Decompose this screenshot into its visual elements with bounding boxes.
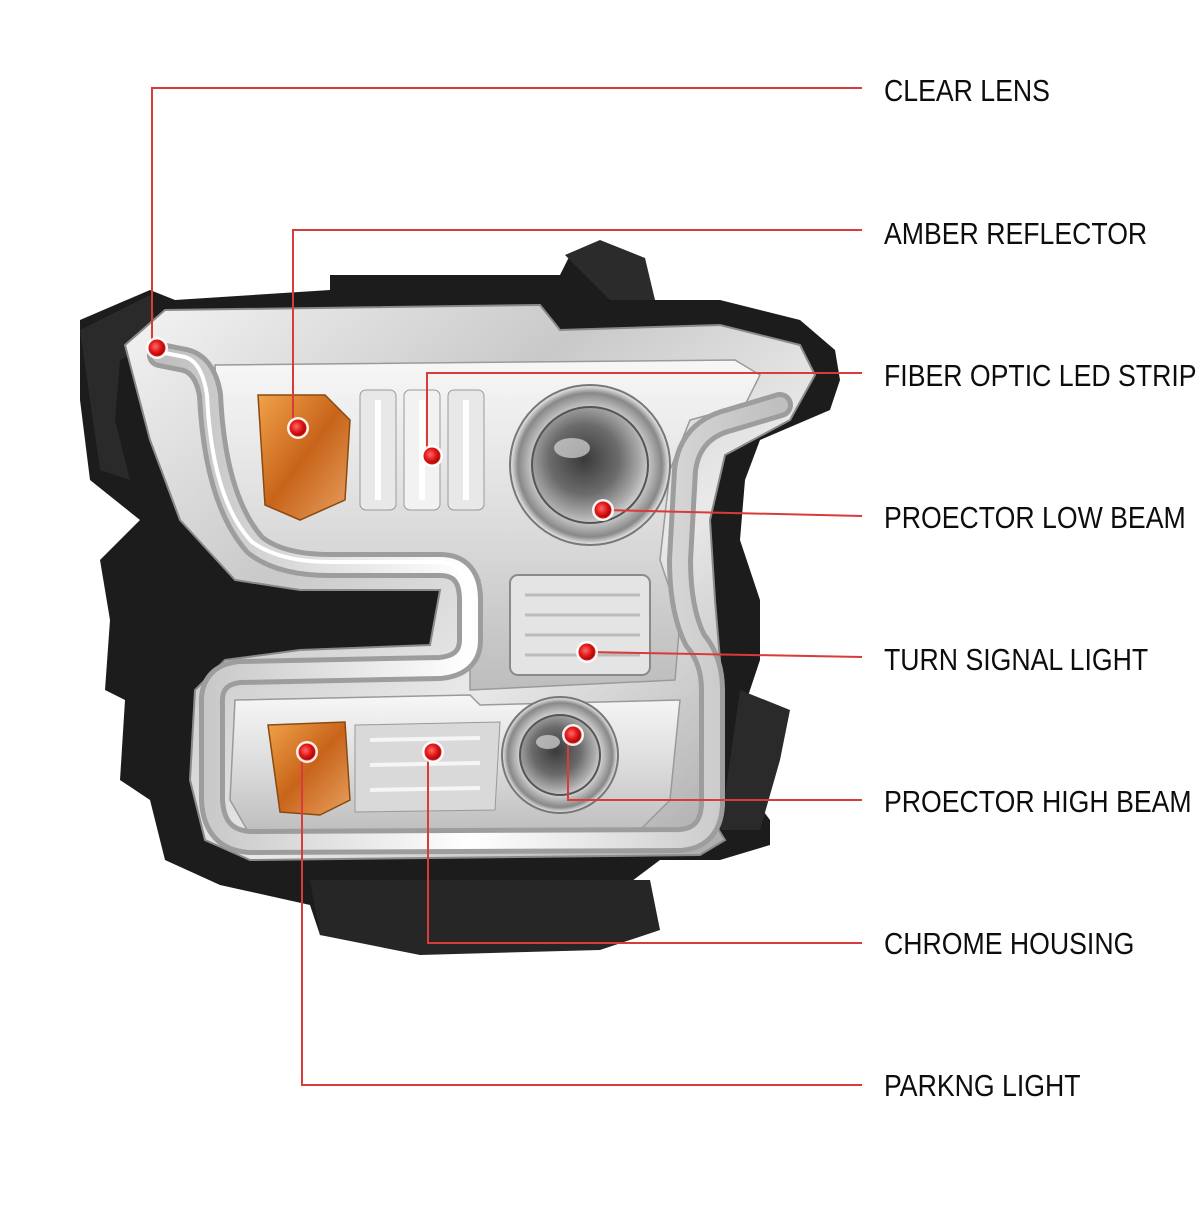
- led-tube-highlight: [158, 350, 469, 642]
- marker-proector-high-beam: [564, 726, 582, 744]
- marker-chrome-housing: [424, 743, 442, 761]
- marker-parkng-light: [298, 743, 316, 761]
- label-parkng-light: PARKNG LIGHT: [884, 1068, 1081, 1103]
- parking-light-amber: [267, 721, 351, 816]
- label-proector-low-beam: PROECTOR LOW BEAM: [884, 500, 1186, 535]
- leader-amber-reflector: [292, 229, 862, 428]
- amber-reflector-upper: [257, 394, 351, 521]
- marker-proector-low-beam: [594, 501, 612, 519]
- label-amber-reflector: AMBER REFLECTOR: [884, 216, 1148, 251]
- marker-amber-reflector: [289, 419, 307, 437]
- leader-chrome-housing: [427, 752, 862, 944]
- led-tube: [147, 342, 793, 855]
- callout-markers: [146, 337, 614, 763]
- reflector-strip-line: [369, 786, 481, 792]
- leader-proector-low-beam: [602, 509, 863, 517]
- label-turn-signal-light: TURN SIGNAL LIGHT: [884, 642, 1149, 677]
- marker-clear-lens: [148, 339, 166, 357]
- callout-leaders: [151, 87, 863, 1086]
- marker-turn-signal-light: [578, 643, 596, 661]
- label-chrome-housing: CHROME HOUSING: [884, 926, 1135, 961]
- leader-fiber-optic-led-strip: [426, 372, 862, 456]
- low-beam-glint: [554, 438, 590, 458]
- turn-signal-lens: [509, 574, 651, 676]
- label-fiber-optic-led-strip: FIBER OPTIC LED STRIP: [884, 358, 1197, 393]
- leader-parkng-light: [301, 752, 862, 1086]
- high-beam-lens: [519, 714, 601, 796]
- housing-bracket-right: [720, 690, 790, 830]
- leader-clear-lens: [151, 87, 862, 348]
- led-bar-group: [359, 389, 485, 511]
- projector-low-beam: [509, 384, 671, 546]
- label-proector-high-beam: PROECTOR HIGH BEAM: [884, 784, 1192, 819]
- marker-fiber-optic-led-strip: [423, 447, 441, 465]
- housing-bracket-bottom: [310, 880, 660, 955]
- reflector-strip-line: [369, 761, 481, 767]
- reflector-strip-line: [369, 736, 481, 742]
- label-clear-lens: CLEAR LENS: [884, 73, 1050, 108]
- leader-turn-signal-light: [586, 651, 863, 658]
- low-beam-lens: [531, 406, 649, 524]
- leader-proector-high-beam: [567, 735, 862, 801]
- projector-high-beam: [501, 696, 619, 814]
- high-beam-glint: [536, 735, 560, 749]
- housing-top-clip: [565, 240, 655, 300]
